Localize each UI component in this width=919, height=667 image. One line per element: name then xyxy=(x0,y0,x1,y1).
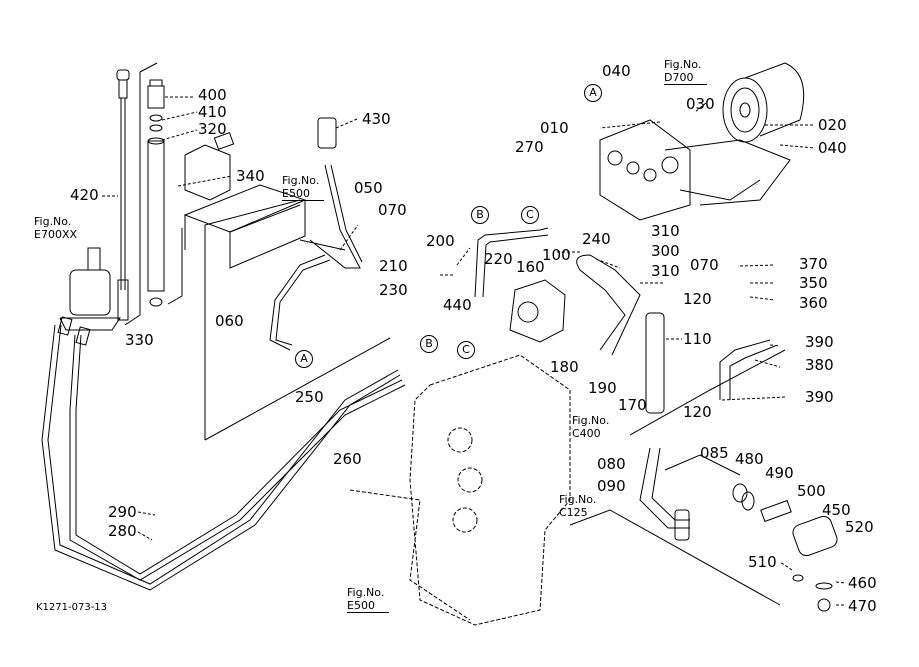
part-label: 010 xyxy=(540,119,569,137)
transmission-case xyxy=(349,354,571,626)
part-label: 020 xyxy=(818,116,847,134)
part-label: 240 xyxy=(582,230,611,248)
part-label: 510 xyxy=(748,553,777,571)
connector-marker: C xyxy=(457,341,475,359)
figure-reference-number: D700 xyxy=(664,71,708,85)
part-label: 060 xyxy=(215,312,244,330)
part-label: 450 xyxy=(822,501,851,519)
part-label: 350 xyxy=(799,274,828,292)
part-label: 370 xyxy=(799,255,828,273)
part-label: 480 xyxy=(735,450,764,468)
figure-reference: Fig.No.C125 xyxy=(559,493,596,519)
part-label: 040 xyxy=(602,62,631,80)
part-label: 320 xyxy=(198,120,227,138)
part-label: 160 xyxy=(516,258,545,276)
figure-reference-number: E500 xyxy=(347,599,389,613)
part-label: 390 xyxy=(805,333,834,351)
outlet-parts xyxy=(639,447,838,612)
part-label: 040 xyxy=(818,139,847,157)
pump-part xyxy=(474,227,776,414)
connector-marker: A xyxy=(295,350,313,368)
figure-reference-number: C125 xyxy=(559,506,588,519)
connector-marker: C xyxy=(521,206,539,224)
part-label: 300 xyxy=(651,242,680,260)
part-label: 050 xyxy=(354,179,383,197)
part-label: 250 xyxy=(295,388,324,406)
part-label: 410 xyxy=(198,103,227,121)
leader-lines xyxy=(102,96,846,606)
part-label: 380 xyxy=(805,356,834,374)
figure-reference-label: Fig.No. xyxy=(282,174,320,187)
figure-reference-number: E500 xyxy=(282,187,324,201)
part-label: 340 xyxy=(236,167,265,185)
filler-tube-part xyxy=(124,62,183,326)
hydraulic-lines xyxy=(41,316,406,591)
valve-block-part xyxy=(599,119,791,221)
part-label: 120 xyxy=(683,403,712,421)
figure-reference: Fig.No.E500 xyxy=(347,586,389,613)
part-label: 400 xyxy=(198,86,227,104)
part-label: 085 xyxy=(700,444,729,462)
part-label: 520 xyxy=(845,518,874,536)
part-label: 080 xyxy=(597,455,626,473)
part-label: 390 xyxy=(805,388,834,406)
connector-marker: B xyxy=(471,206,489,224)
part-label: 360 xyxy=(799,294,828,312)
part-label: 200 xyxy=(426,232,455,250)
part-label: 180 xyxy=(550,358,579,376)
drawing-code: K1271-073-13 xyxy=(36,602,108,613)
cylinder-part xyxy=(59,247,121,331)
part-label: 030 xyxy=(686,95,715,113)
part-label: 430 xyxy=(362,110,391,128)
figure-reference-label: Fig.No. xyxy=(34,215,72,228)
part-label: 070 xyxy=(690,256,719,274)
part-label: 330 xyxy=(125,331,154,349)
figure-reference: Fig.No.C400 xyxy=(572,414,609,440)
figure-reference: Fig.No.D700 xyxy=(664,58,708,85)
figure-reference-label: Fig.No. xyxy=(559,493,597,506)
lever-part xyxy=(269,117,363,351)
figure-reference-label: Fig.No. xyxy=(664,58,702,71)
part-label: 100 xyxy=(542,246,571,264)
part-label: 210 xyxy=(379,257,408,275)
oil-filter-part xyxy=(722,62,805,143)
part-label: 460 xyxy=(848,574,877,592)
connector-marker: B xyxy=(420,335,438,353)
part-label: 190 xyxy=(588,379,617,397)
part-label: 120 xyxy=(683,290,712,308)
figure-reference-number: C400 xyxy=(572,427,601,440)
part-label: 110 xyxy=(683,330,712,348)
part-label: 470 xyxy=(848,597,877,615)
part-label: 310 xyxy=(651,262,680,280)
part-label: 270 xyxy=(515,138,544,156)
part-label: 280 xyxy=(108,522,137,540)
part-label: 260 xyxy=(333,450,362,468)
assembly-outline xyxy=(204,199,786,606)
figure-reference: Fig.No.E700XX xyxy=(34,215,77,241)
part-label: 070 xyxy=(378,201,407,219)
figure-reference-number: E700XX xyxy=(34,228,78,241)
figure-reference-label: Fig.No. xyxy=(572,414,610,427)
dipstick-part xyxy=(116,69,130,321)
part-label: 420 xyxy=(70,186,99,204)
part-label: 490 xyxy=(765,464,794,482)
part-label: 090 xyxy=(597,477,626,495)
part-label: 220 xyxy=(484,250,513,268)
connector-marker: A xyxy=(584,84,602,102)
part-label: 500 xyxy=(797,482,826,500)
part-label: 440 xyxy=(443,296,472,314)
part-label: 310 xyxy=(651,222,680,240)
part-label: 170 xyxy=(618,396,647,414)
part-label: 290 xyxy=(108,503,137,521)
part-label: 230 xyxy=(379,281,408,299)
figure-reference-label: Fig.No. xyxy=(347,586,385,599)
figure-reference: Fig.No.E500 xyxy=(282,174,324,201)
